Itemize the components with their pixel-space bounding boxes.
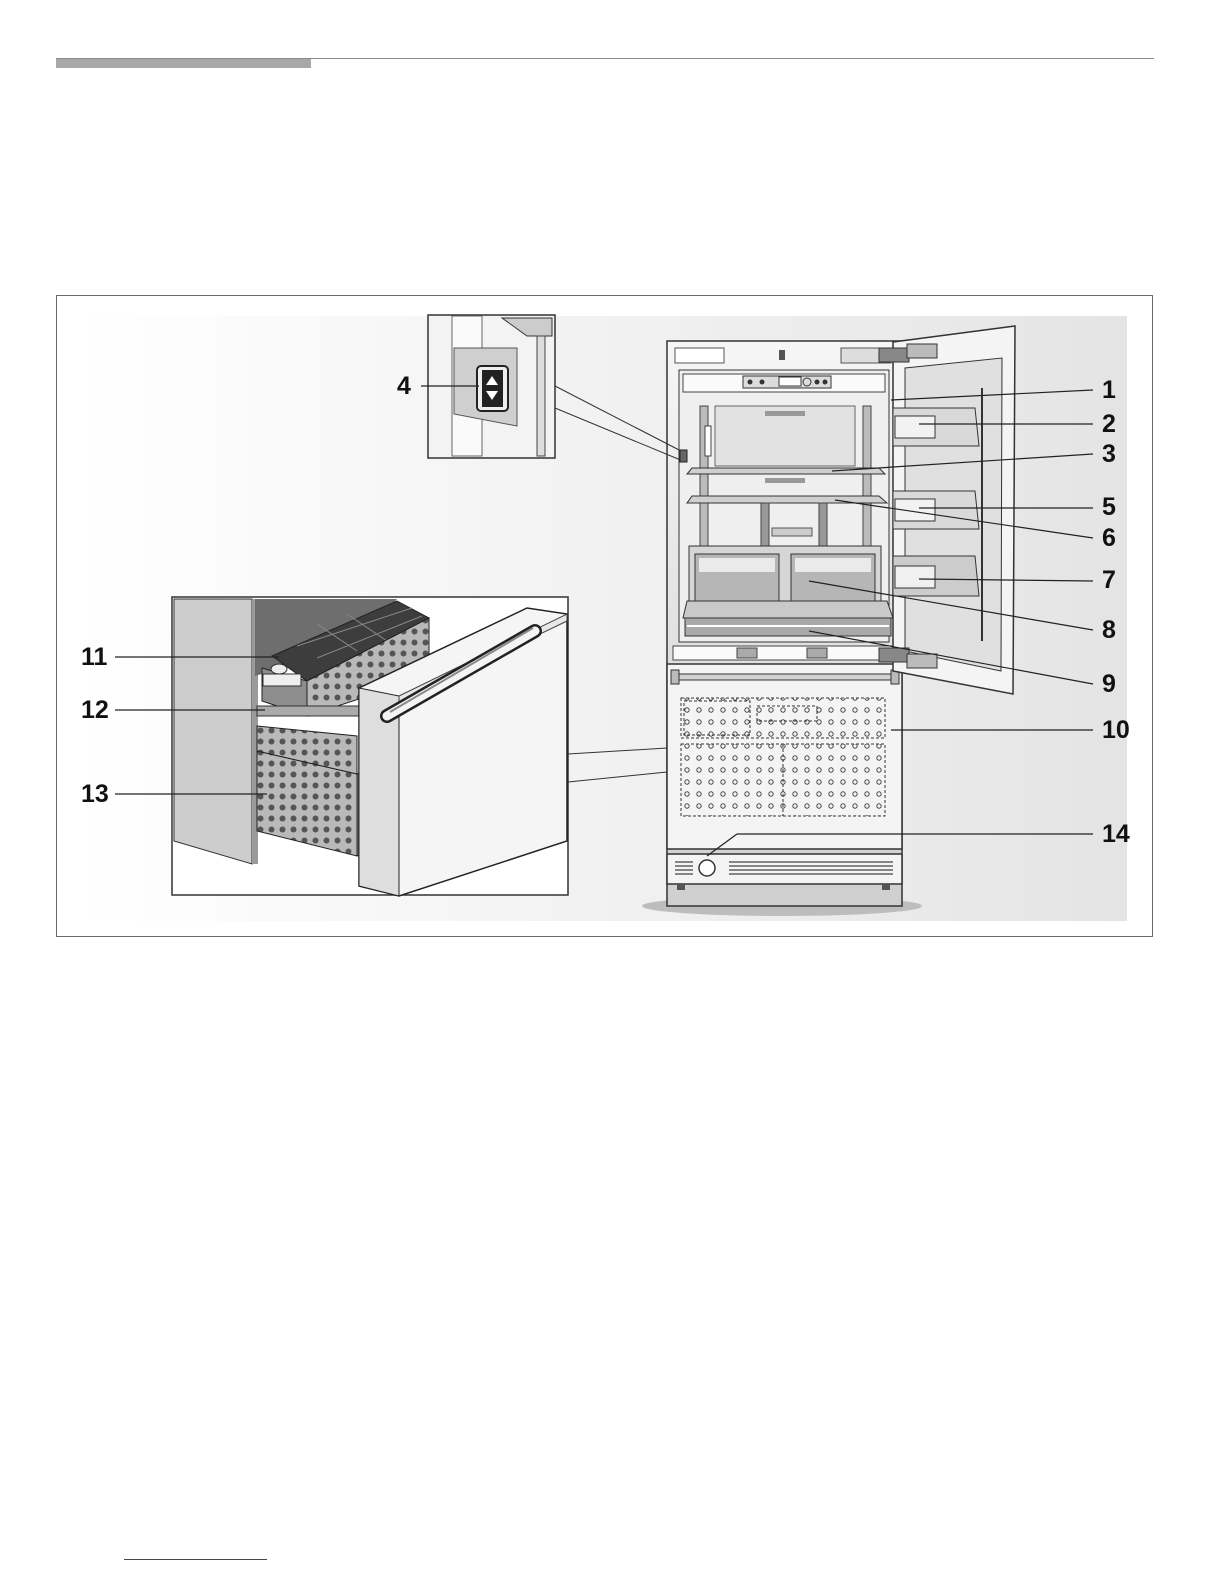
callout-14: 14	[1102, 822, 1130, 847]
refrigerator-figure: 1 2 3 4 5 6 7 8 9 10 11 12 13 14	[56, 295, 1153, 937]
callout-4: 4	[397, 374, 411, 399]
callout-11: 11	[81, 645, 107, 670]
callout-2: 2	[1102, 412, 1116, 437]
callout-10: 10	[1102, 718, 1130, 743]
callout-12: 12	[81, 698, 109, 723]
callout-1: 1	[1102, 378, 1116, 403]
fridge-cabinet	[642, 341, 922, 916]
callout-13: 13	[81, 782, 109, 807]
refrigerator-illustration	[57, 296, 1154, 938]
footer-link-underline[interactable]	[124, 1559, 267, 1560]
callout-9: 9	[1102, 672, 1116, 697]
header-tab-bar	[56, 59, 311, 68]
callout-3: 3	[1102, 442, 1116, 467]
callout-7: 7	[1102, 568, 1116, 593]
callout-8: 8	[1102, 618, 1116, 643]
callout-5: 5	[1102, 495, 1116, 520]
callout-6: 6	[1102, 526, 1116, 551]
